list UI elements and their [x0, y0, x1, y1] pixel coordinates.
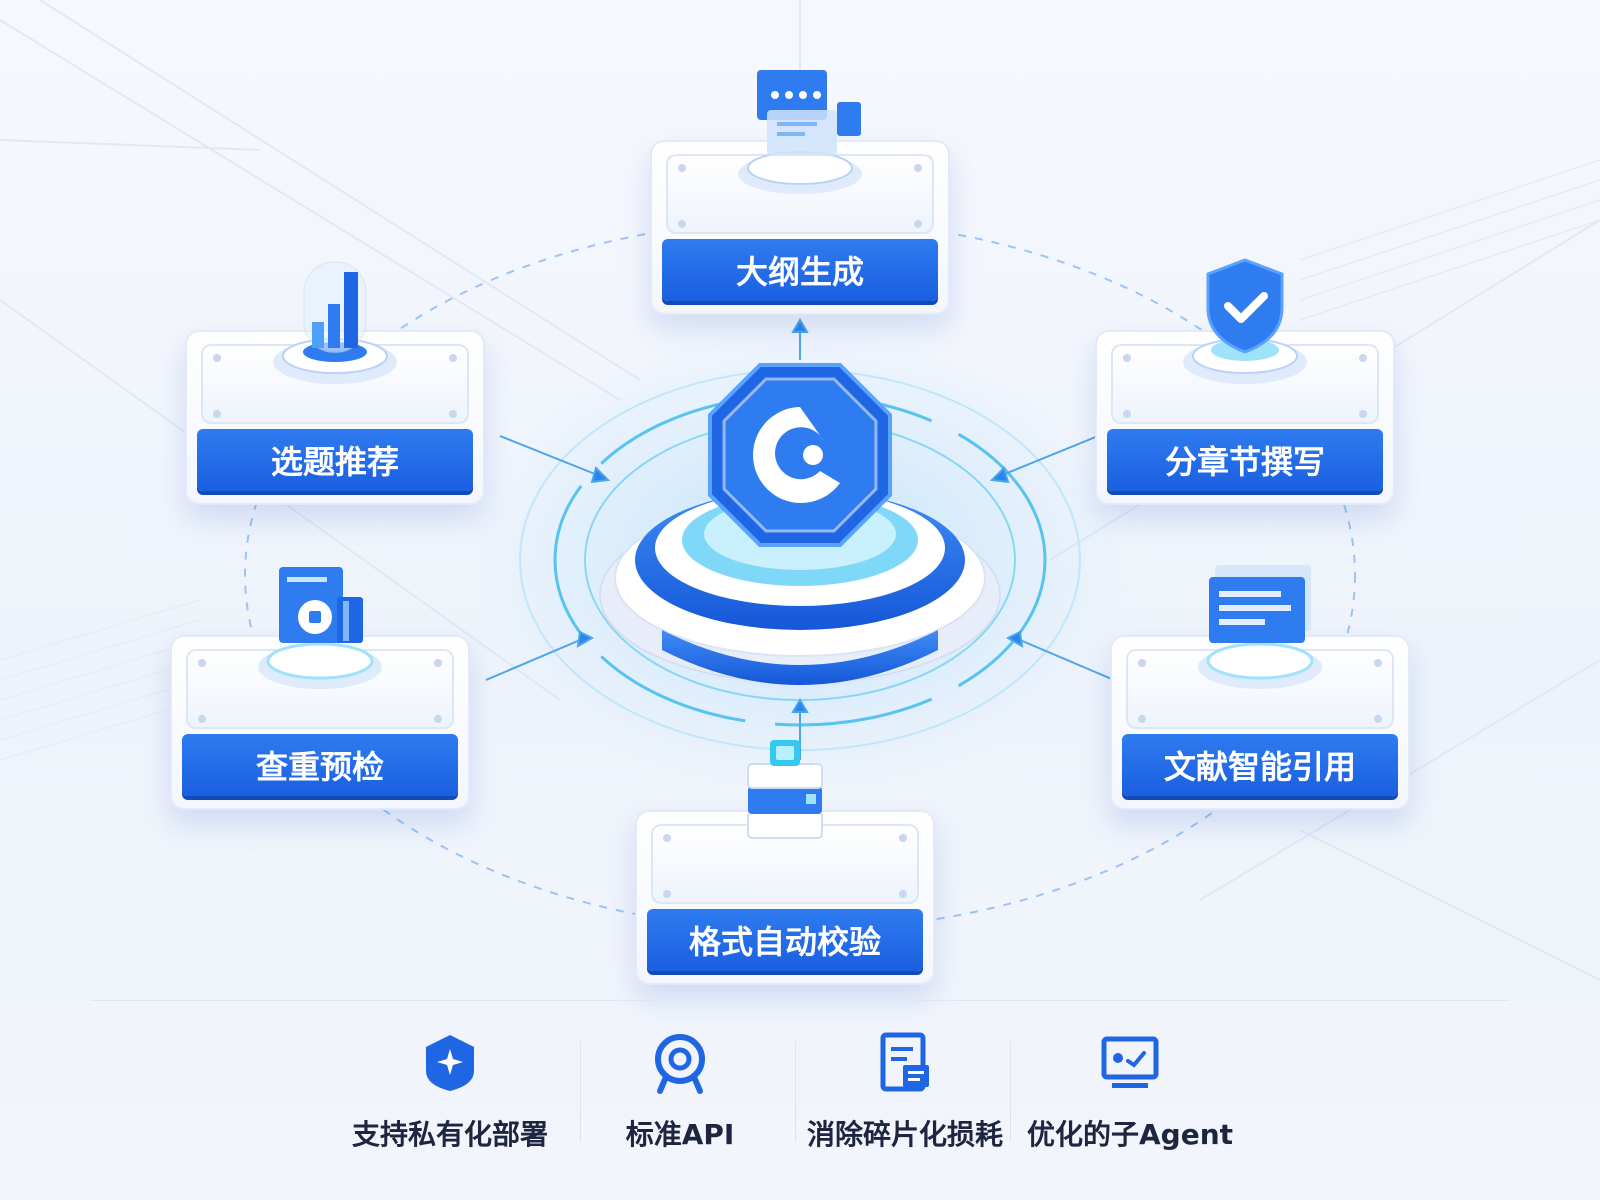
node-dot	[449, 410, 457, 418]
node-label: 文献智能引用	[1122, 734, 1398, 796]
document-search-icon	[258, 567, 382, 689]
feature-label: 标准API	[625, 1118, 735, 1151]
node-label: 分章节撰写	[1107, 429, 1383, 491]
node-label: 查重预检	[182, 734, 458, 796]
node-dot	[663, 834, 671, 842]
feature-separator	[580, 1041, 581, 1141]
feature-label: 优化的子Agent	[1026, 1118, 1234, 1151]
feature-optimized-sub-agent: 优化的子Agent	[1010, 1031, 1250, 1151]
node-dot	[663, 890, 671, 898]
node-dot	[914, 164, 922, 172]
node-label: 选题推荐	[197, 429, 473, 491]
node-dot	[1123, 410, 1131, 418]
node-dot	[213, 354, 221, 362]
feature-label: 消除碎片化损耗	[806, 1118, 1003, 1151]
node-dot	[434, 659, 442, 667]
node-dot	[1359, 354, 1367, 362]
node-plagiarism-precheck[interactable]: 查重预检	[170, 567, 470, 810]
feature-separator	[1010, 1041, 1011, 1141]
feature-label: 支持私有化部署	[351, 1118, 548, 1151]
node-dot	[1138, 659, 1146, 667]
node-topic-recommendation[interactable]: 选题推荐	[185, 261, 485, 505]
node-dot	[1123, 354, 1131, 362]
node-dot	[678, 220, 686, 228]
node-format-validation[interactable]: 格式自动校验	[635, 740, 935, 985]
node-dot	[434, 715, 442, 723]
node-dot	[899, 834, 907, 842]
stacked-layers-icon	[747, 740, 823, 839]
node-dot	[899, 890, 907, 898]
node-dot	[1374, 659, 1382, 667]
node-dot	[198, 659, 206, 667]
node-dot	[1374, 715, 1382, 723]
node-label: 格式自动校验	[647, 909, 923, 971]
document-card-icon	[1198, 565, 1322, 689]
feature-bar: 支持私有化部署 标准API 消除碎片化损耗	[90, 1000, 1510, 1171]
node-dot	[1138, 715, 1146, 723]
node-dot	[198, 715, 206, 723]
center-logo-c-icon	[708, 363, 892, 547]
feature-standard-api: 标准API	[560, 1031, 800, 1151]
node-label: 大纲生成	[662, 239, 938, 301]
monitor-check-icon	[1101, 1036, 1159, 1088]
document-list-icon	[880, 1032, 929, 1092]
chat-window-icon	[738, 70, 862, 194]
node-outline-generation[interactable]: 大纲生成	[650, 70, 950, 315]
shield-star-icon	[426, 1035, 474, 1091]
node-dot	[914, 220, 922, 228]
node-smart-citation[interactable]: 文献智能引用	[1110, 565, 1410, 810]
node-chapter-writing[interactable]: 分章节撰写	[1095, 258, 1395, 505]
target-icon	[655, 1034, 705, 1094]
feature-private-deployment: 支持私有化部署	[330, 1031, 570, 1151]
feature-separator	[795, 1041, 796, 1141]
feature-eliminate-fragmentation: 消除碎片化损耗	[785, 1031, 1025, 1151]
bar-chart-icon	[273, 261, 397, 384]
node-dot	[213, 410, 221, 418]
node-dot	[1359, 410, 1367, 418]
node-dot	[678, 164, 686, 172]
shield-check-icon	[1183, 258, 1307, 384]
node-dot	[449, 354, 457, 362]
